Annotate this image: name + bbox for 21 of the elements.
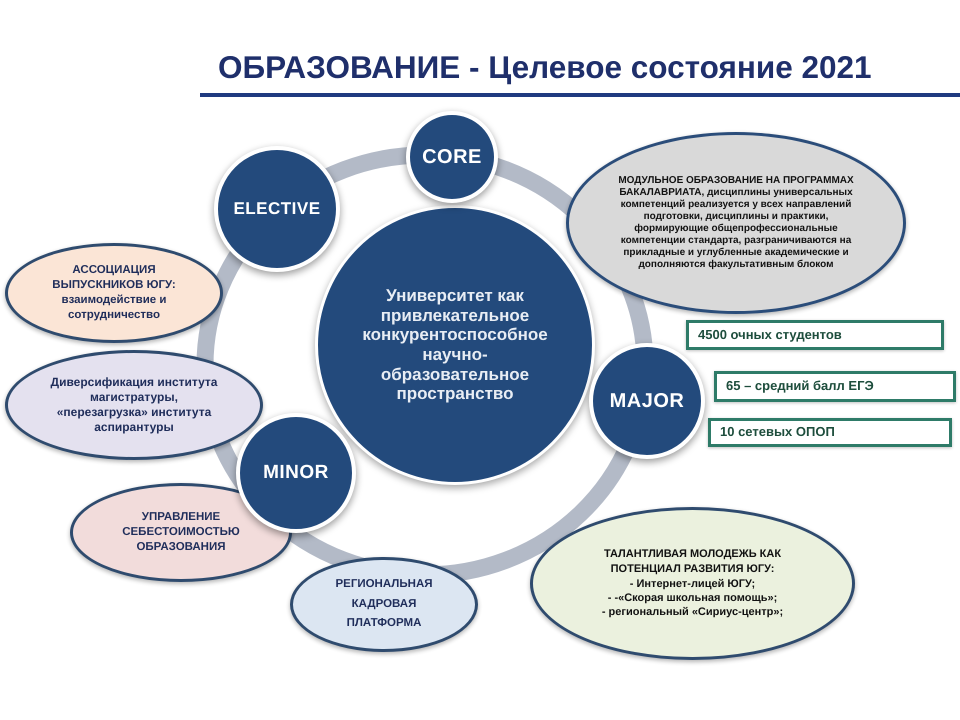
category-label: MAJOR	[610, 390, 684, 412]
stat-text: 4500 очных студентов	[698, 328, 842, 342]
page-title: ОБРАЗОВАНИЕ - Целевое состояние 2021	[218, 50, 872, 85]
category-label: MINOR	[263, 462, 329, 484]
category-label: CORE	[422, 146, 482, 168]
stat-box	[686, 320, 944, 350]
list-item: - региональный «Сириус-центр»;	[602, 605, 784, 620]
topic-text: АССОЦИАЦИЯ ВЫПУСКНИКОВ ЮГУ: взаимодействие и сотрудничество	[51, 263, 177, 323]
topic-text: УПРАВЛЕНИЕ СЕБЕСТОИМОСТЬЮ ОБРАЗОВАНИЯ	[121, 510, 241, 555]
topic-text: РЕГИОНАЛЬНАЯ КАДРОВАЯ ПЛАТФОРМА	[334, 577, 434, 632]
list-item: - Интернет-лицей ЮГУ;	[630, 576, 756, 592]
topic-heading: ТАЛАНТЛИВАЯ МОЛОДЕЖЬ КАК ПОТЕНЦИАЛ РАЗВИТИЯ ЮГУ:	[602, 547, 782, 576]
list-item: - -«Скорая школьная помощь»;	[608, 591, 778, 606]
stat-text: 65 – средний балл ЕГЭ	[726, 379, 874, 394]
hub-label: Университет как привлекательное конкурентоспособное научно-образовательное пространство	[361, 286, 549, 404]
category-label: ELECTIVE	[233, 200, 321, 218]
topic-text: МОДУЛЬНОЕ ОБРАЗОВАНИЕ НА ПРОГРАММАХ БАКАЛАВРИАТА, дисциплины универсальных компетенций реализуется у всех направлений подготовки, дисциплины и практики, формирующие общепрофессиональные компетенции стандарта, разграничиваются на прикладные и углубленные академические и дополняются факультативным блоком	[617, 175, 855, 271]
stat-box	[708, 418, 952, 447]
stat-box	[714, 371, 956, 402]
topic-text: Диверсификация института магистратуры, «перезагрузка» института аспирантуры	[50, 375, 218, 435]
stat-text: 10 сетевых ОПОП	[720, 425, 835, 440]
